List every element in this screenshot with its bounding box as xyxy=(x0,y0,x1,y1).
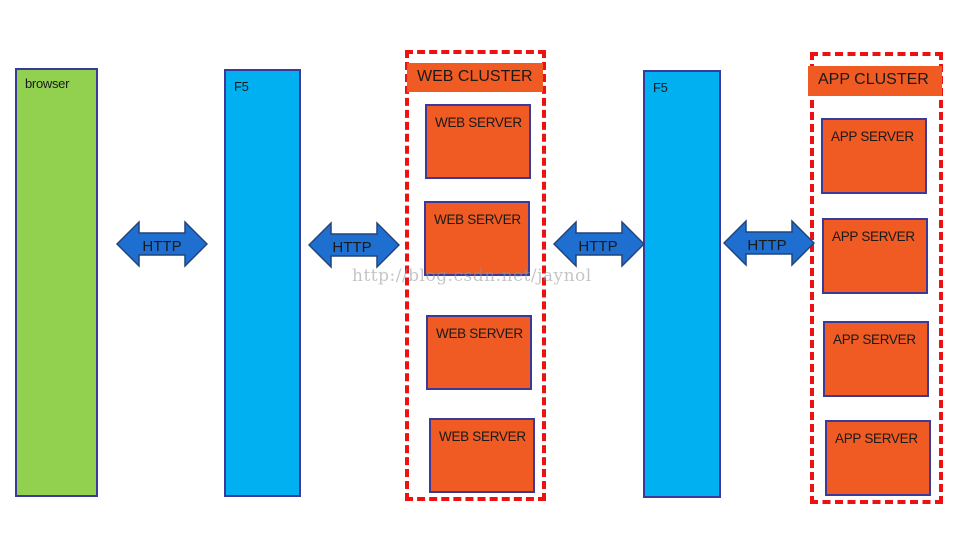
web-server-2: WEB SERVER xyxy=(424,201,530,276)
double-arrow-icon xyxy=(308,221,400,269)
f5-label-left: F5 xyxy=(234,79,249,94)
app-server-2: APP SERVER xyxy=(822,218,928,294)
app-server-4: APP SERVER xyxy=(825,420,931,496)
browser-box: browser xyxy=(15,68,98,497)
browser-label: browser xyxy=(25,76,70,91)
web-server-label: WEB SERVER xyxy=(434,212,521,227)
web-server-3: WEB SERVER xyxy=(426,315,532,390)
web-server-4: WEB SERVER xyxy=(429,418,535,493)
http-label: HTTP xyxy=(332,239,372,256)
app-server-3: APP SERVER xyxy=(823,321,929,397)
double-arrow-icon xyxy=(116,220,208,268)
web-cluster xyxy=(405,50,546,501)
web-server-label: WEB SERVER xyxy=(435,115,522,130)
app-server-label: APP SERVER xyxy=(833,332,916,347)
f5-box-left: F5 xyxy=(224,69,301,497)
f5-label-right: F5 xyxy=(653,80,668,95)
app-cluster xyxy=(810,52,943,504)
http-label: HTTP xyxy=(578,238,618,255)
web-cluster-title: WEB CLUSTER xyxy=(407,63,543,92)
app-server-label: APP SERVER xyxy=(831,129,914,144)
http-label: HTTP xyxy=(142,238,182,255)
app-cluster-title: APP CLUSTER xyxy=(808,66,942,96)
app-server-1: APP SERVER xyxy=(821,118,927,194)
app-server-label: APP SERVER xyxy=(835,431,918,446)
double-arrow-icon xyxy=(553,220,645,268)
web-server-1: WEB SERVER xyxy=(425,104,531,179)
web-server-label: WEB SERVER xyxy=(436,326,523,341)
app-server-label: APP SERVER xyxy=(832,229,915,244)
f5-box-right: F5 xyxy=(643,70,721,498)
web-server-label: WEB SERVER xyxy=(439,429,526,444)
watermark-url: http://blog.csdn.net/jaynol xyxy=(352,266,592,286)
http-label: HTTP xyxy=(747,237,787,254)
double-arrow-icon xyxy=(723,219,815,267)
